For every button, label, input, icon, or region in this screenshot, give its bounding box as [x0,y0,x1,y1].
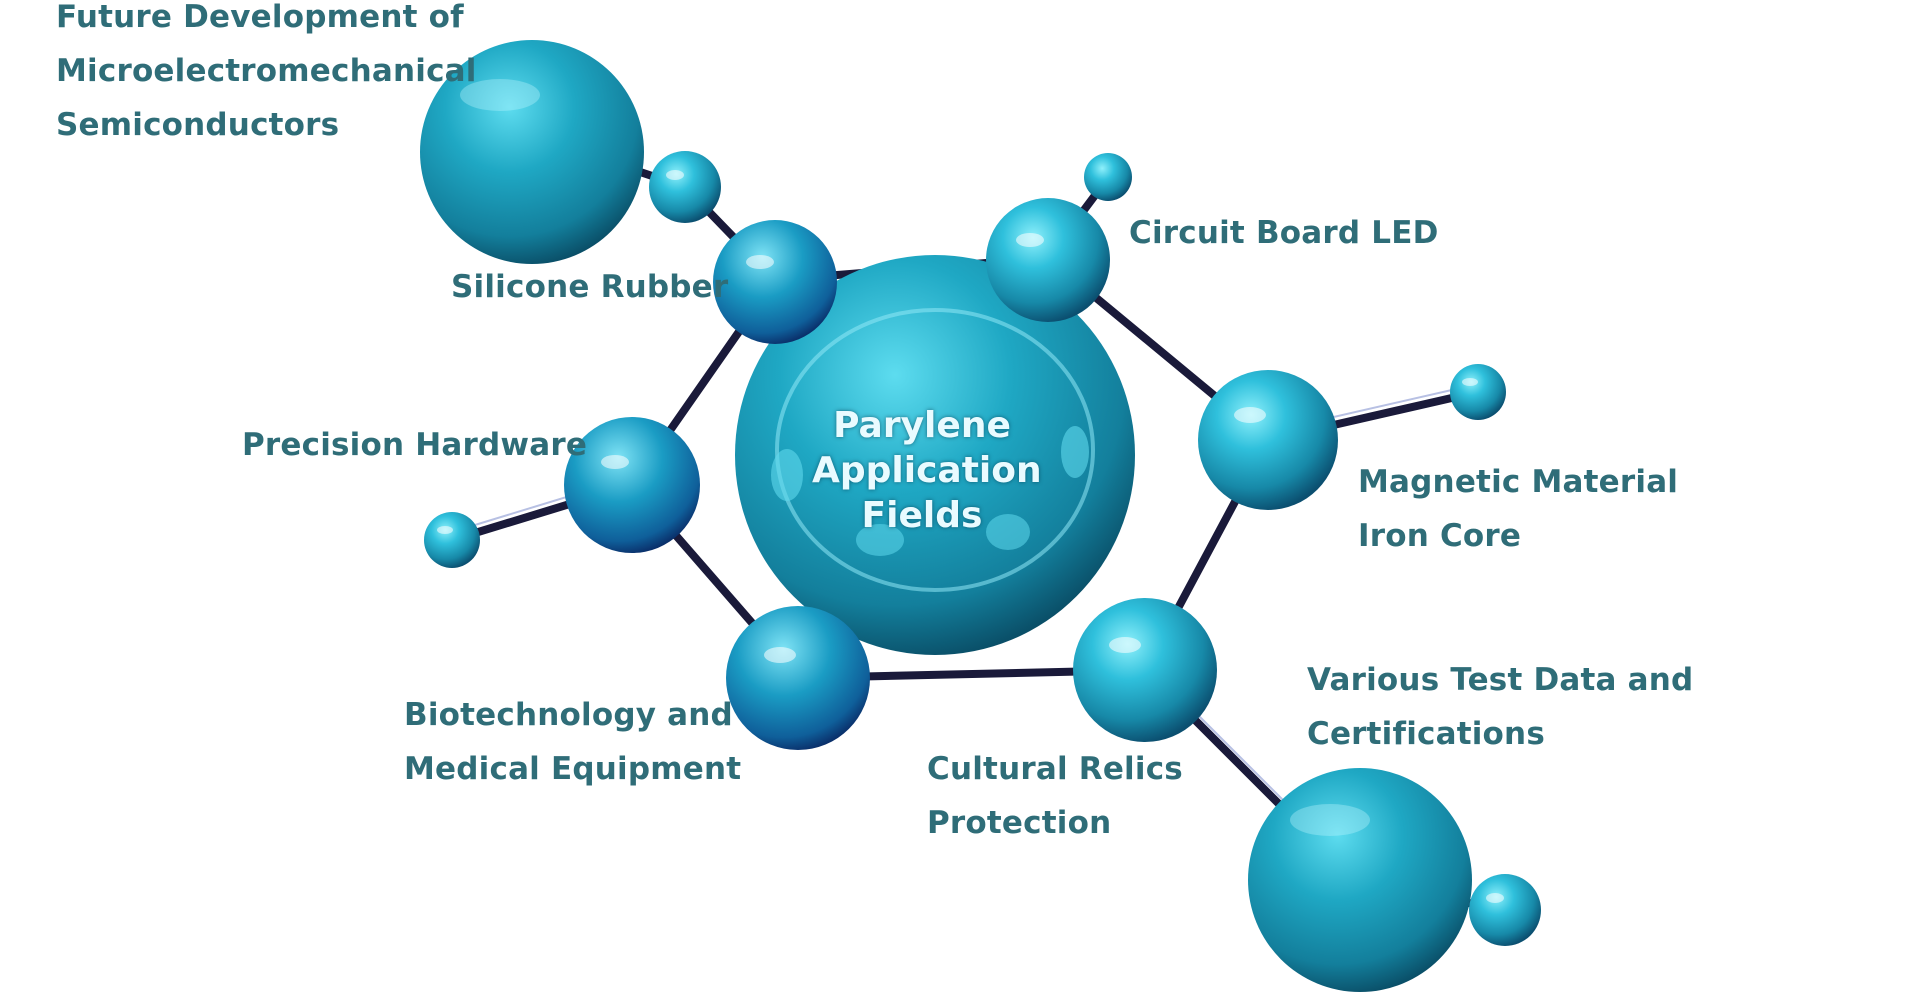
label-test-data: Various Test Data and Certifications [1307,662,1694,752]
label-mems: Future Development of Microelectromechan… [56,0,477,143]
sphere-center [735,255,1135,655]
sphere-circuit-board [986,198,1110,322]
label-silicone-rubber: Silicone Rubber [451,269,729,305]
label-magnetic-material: Magnetic Material Iron Core [1358,464,1679,554]
sphere-biotech [726,606,870,750]
sphere-test-data [1248,768,1472,992]
label-biotech-medical: Biotechnology and Medical Equipment [404,697,742,787]
label-cultural-relics: Cultural Relics Protection [927,751,1183,841]
sphere-magnetic [1198,370,1338,510]
label-precision-hardware: Precision Hardware [242,427,588,463]
sphere-precision [564,417,700,553]
sphere-cultural [1073,598,1217,742]
sphere-silicone-rubber [713,220,837,344]
center-title: Parylene Application Fields [812,405,1042,536]
sphere-mems [420,40,644,264]
label-circuit-board-led: Circuit Board LED [1129,215,1439,251]
